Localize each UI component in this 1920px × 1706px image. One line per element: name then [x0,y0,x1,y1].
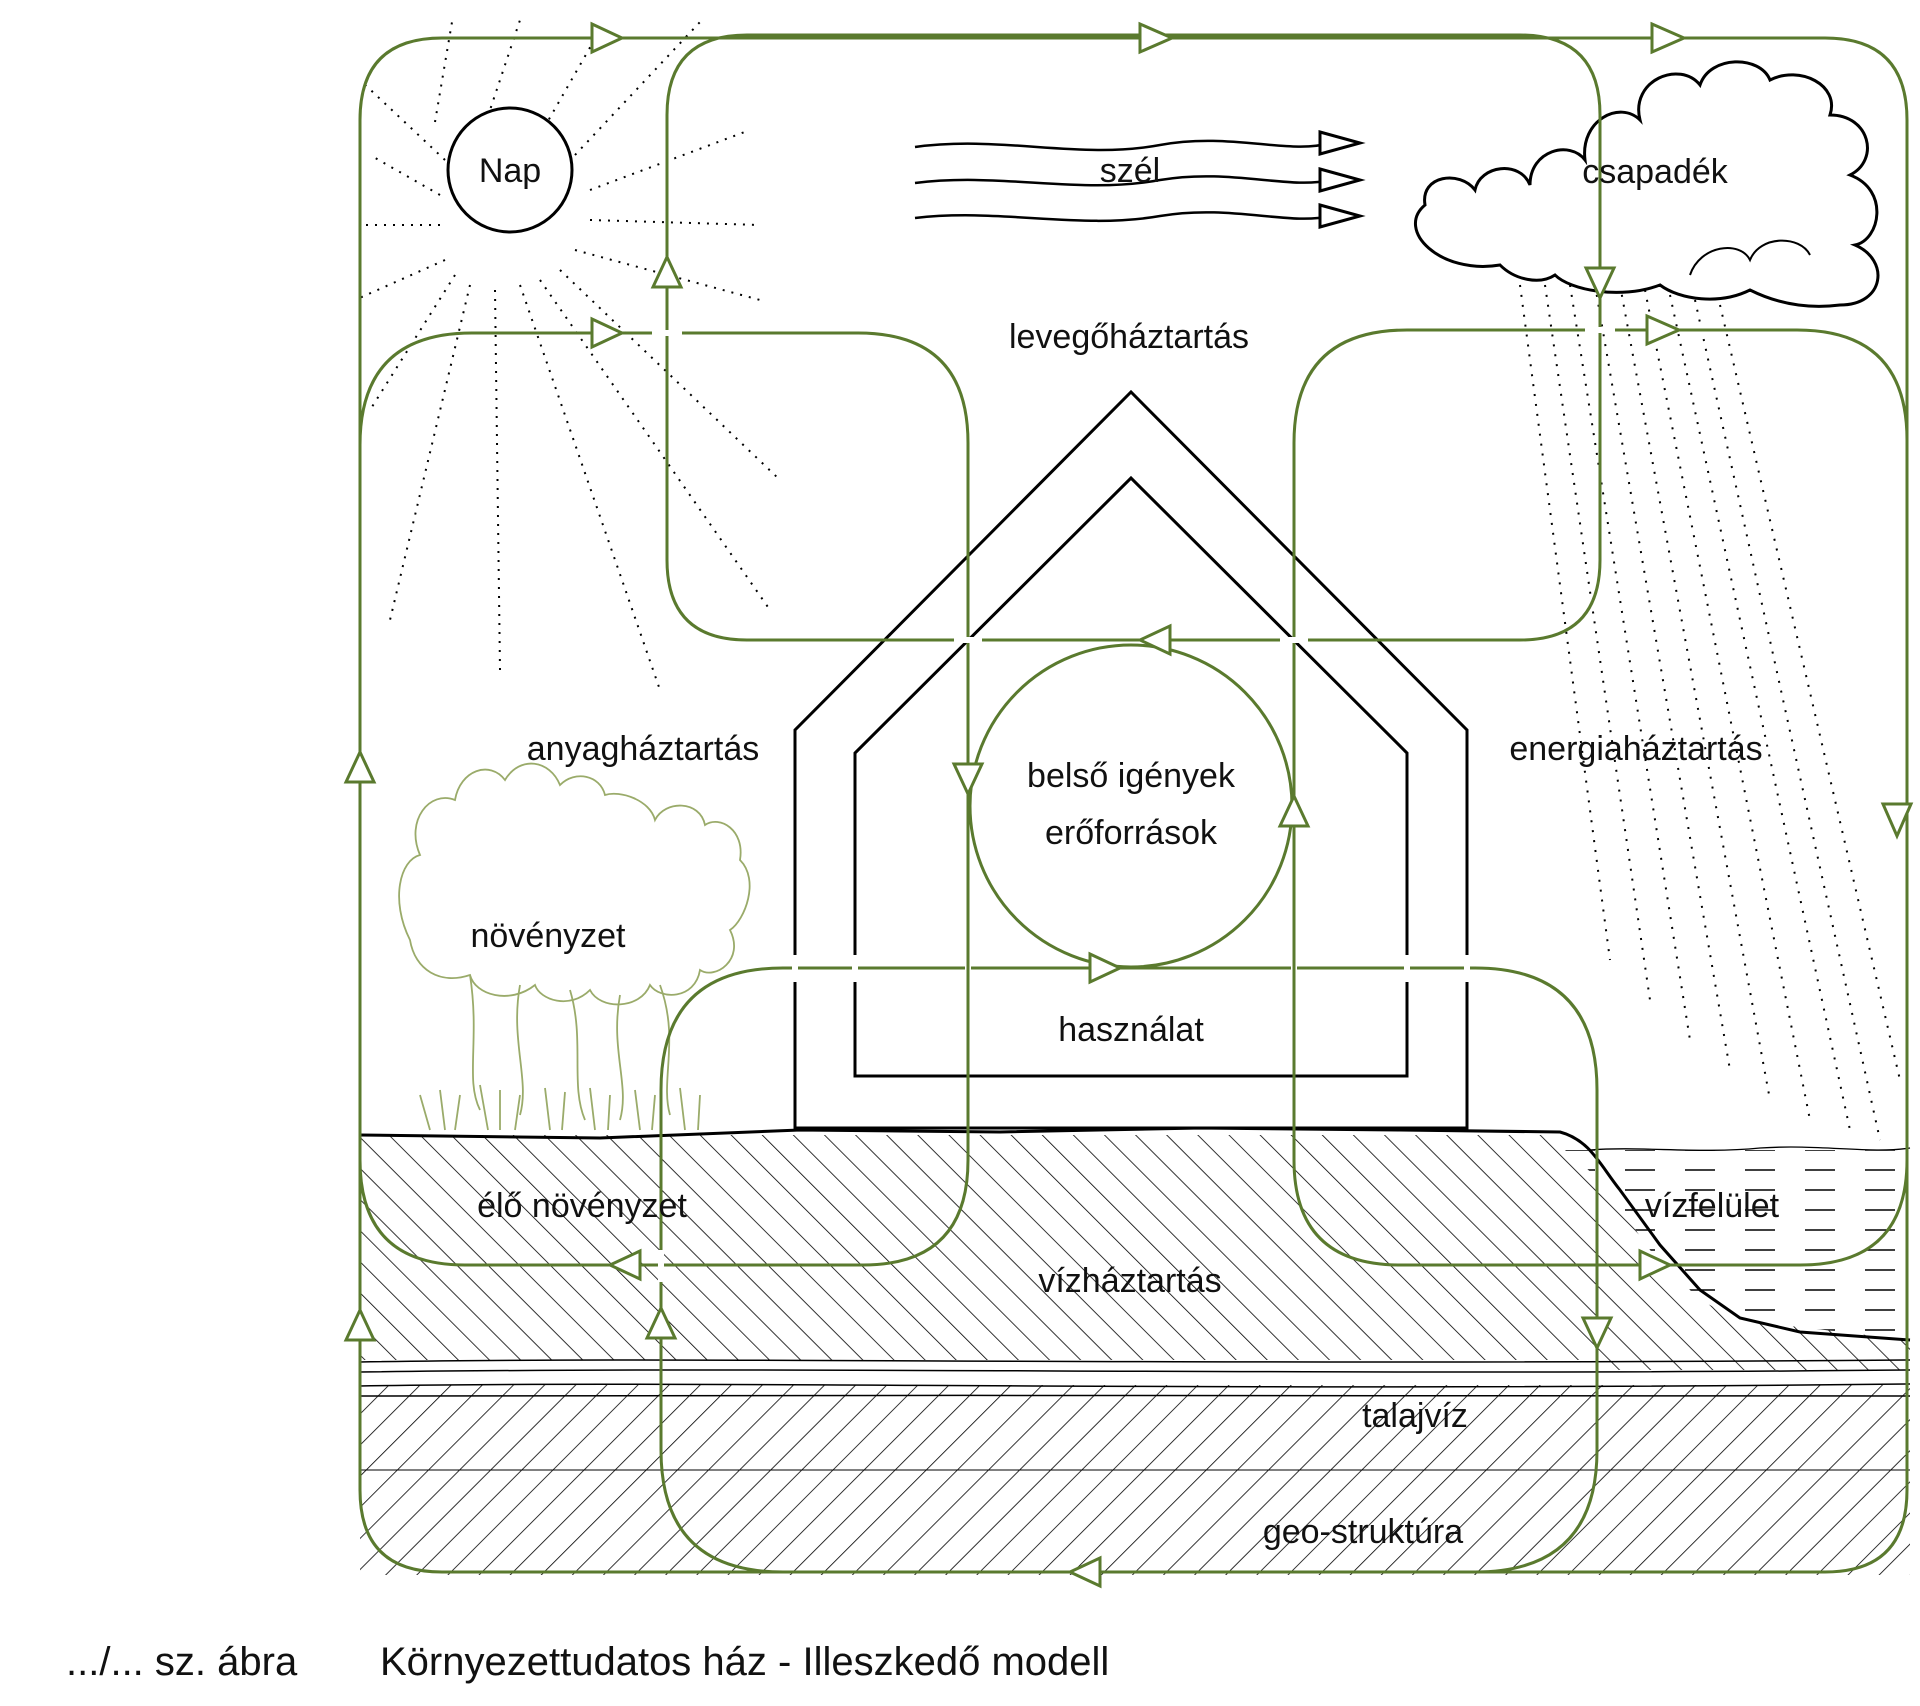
label-air-budget: levegőháztartás [1009,318,1249,356]
label-living-vegetation: élő növényzet [477,1187,687,1225]
house-gap-redraw [966,950,1296,987]
label-material-budget: anyagháztartás [527,730,760,768]
water-surface-area [1565,1146,1911,1340]
cloud-inner-puffs [1689,239,1811,276]
figure-number: .../... sz. ábra [66,1640,298,1684]
figure-title: Környezettudatos ház - Illeszkedő modell [380,1640,1110,1684]
label-usage: használat [1058,1011,1204,1049]
label-geo-structure: geo-struktúra [1263,1513,1463,1551]
label-vegetation: növényzet [471,917,627,955]
ground-hatching [360,1135,1910,1575]
label-groundwater: talajvíz [1362,1397,1468,1435]
vegetation-drawing [398,762,751,1131]
wind-lines [914,130,1366,229]
label-sun: Nap [479,152,541,190]
label-water-surface: vízfelület [1645,1187,1780,1225]
label-wind: szél [1100,152,1160,190]
label-energy-budget: energiaháztartás [1509,730,1762,768]
house-inner-outline [853,475,1409,1078]
rain-lines [1519,284,1901,1141]
house-outer-outline [793,389,1469,1130]
sun-circle [446,106,574,234]
label-inner-needs: belső igények [1027,757,1236,795]
label-resources: erőforrások [1045,814,1218,852]
label-precipitation: csapadék [1582,153,1729,191]
flow-arrows [343,21,1914,1589]
label-water-budget: vízháztartás [1038,1262,1221,1300]
sun-rays [354,19,781,691]
